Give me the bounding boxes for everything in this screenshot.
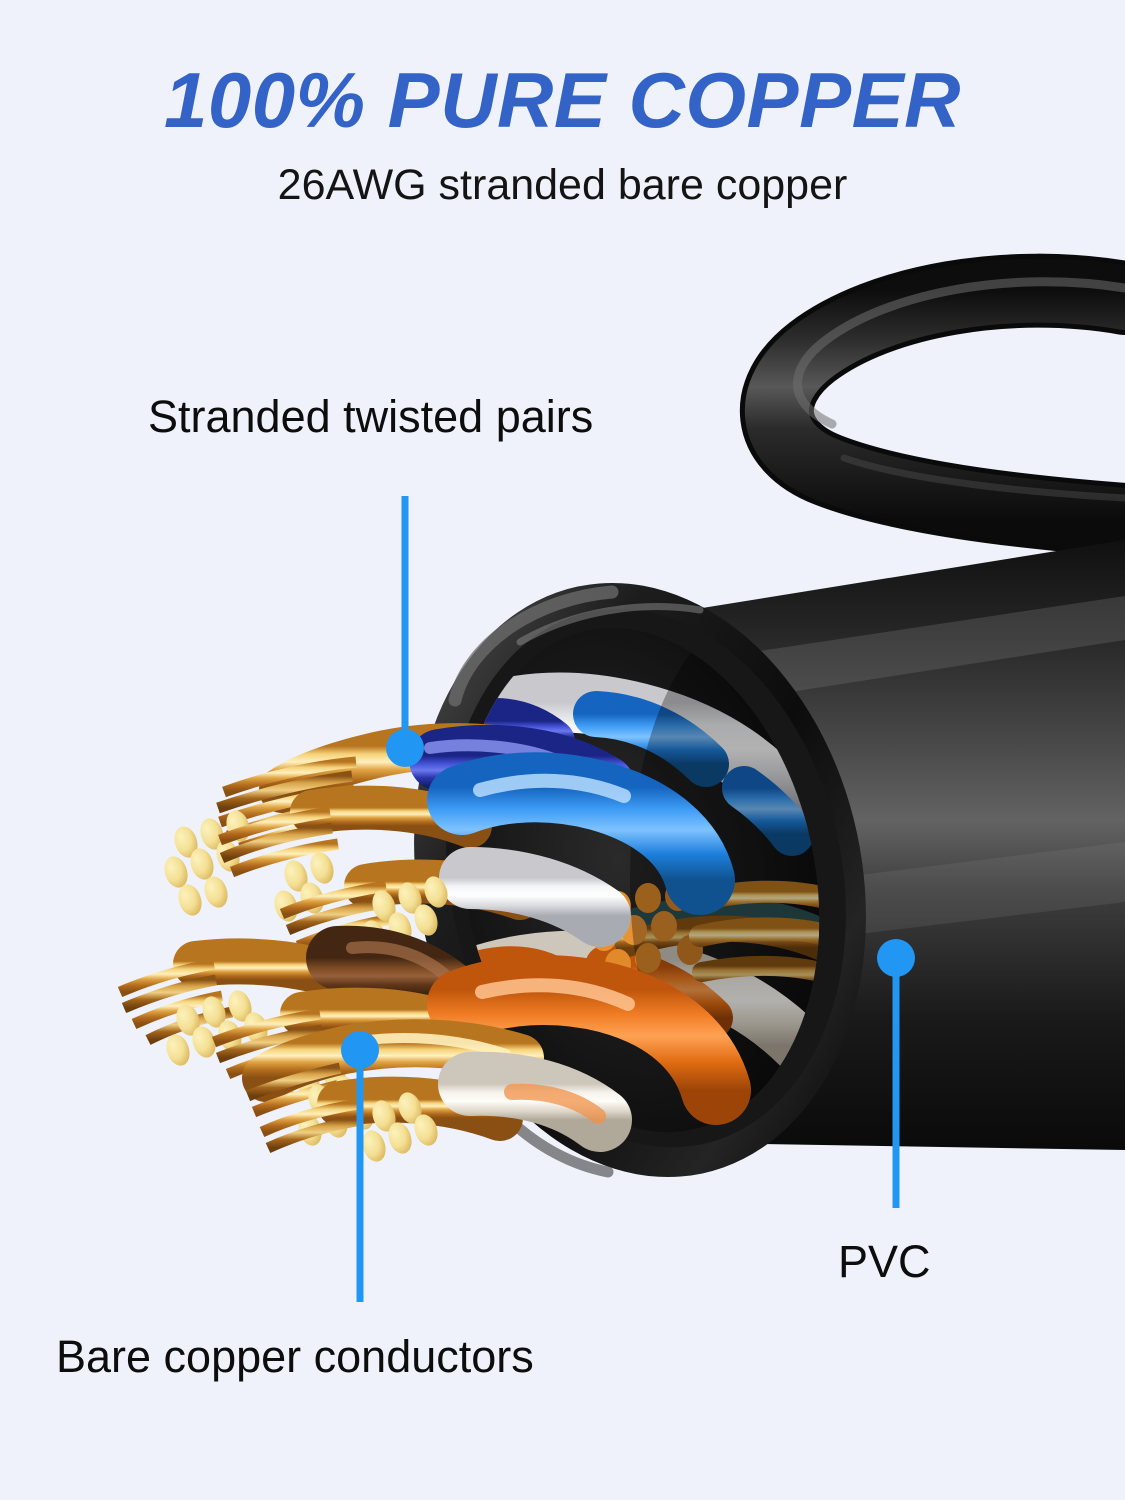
callout-label-stranded-twisted-pairs: Stranded twisted pairs: [148, 391, 594, 442]
leader-lines: [341, 496, 915, 1302]
cable-loop: [739, 253, 1125, 557]
pair-white-upper: [279, 847, 631, 952]
pair-light-blue: [218, 752, 735, 922]
page-title: 100% PURE COPPER: [164, 56, 961, 144]
callout-label-bare-copper-conductors: Bare copper conductors: [56, 1331, 534, 1382]
leader-stranded-twisted-pairs: [386, 496, 424, 767]
leader-bare-copper-conductors: [341, 1031, 379, 1302]
strands-white-orange: [259, 1092, 438, 1162]
strands-light-blue: [218, 806, 339, 922]
leader-pvc: [877, 939, 915, 1208]
page-subtitle: 26AWG stranded bare copper: [277, 161, 848, 209]
pair-white-orange-lower: [259, 1051, 632, 1162]
callout-label-pvc: PVC: [838, 1236, 931, 1287]
